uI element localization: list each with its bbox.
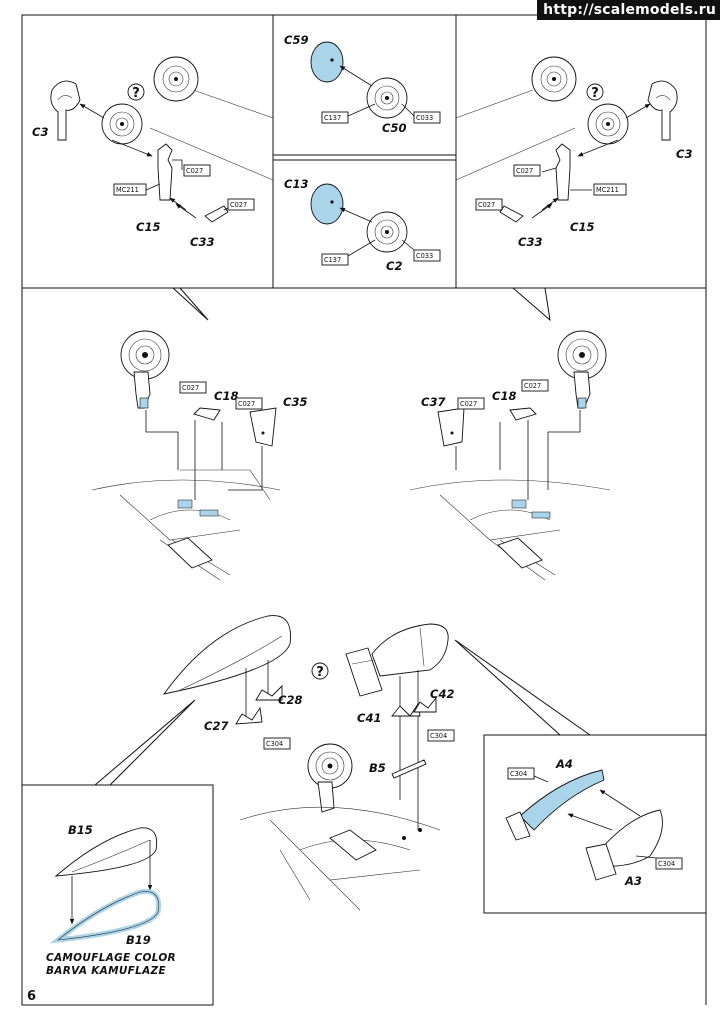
hub-disc-top — [310, 41, 415, 119]
part-label: C18 — [492, 389, 516, 403]
gear-bay-right — [409, 330, 611, 581]
bomb-body — [371, 623, 449, 677]
ref-code-label: C304 — [430, 732, 447, 740]
ref-code-label: C027 — [186, 167, 203, 175]
fairing-assembly — [162, 615, 291, 725]
part-label: C35 — [283, 395, 307, 409]
part-label: C28 — [278, 693, 302, 707]
pe-bracket-c18-right — [509, 407, 537, 421]
part-label: C27 — [204, 719, 228, 733]
part-label: A4 — [555, 757, 573, 771]
gear-bay-left — [91, 330, 281, 581]
ref-code-label: C033 — [416, 252, 433, 260]
hub-disc-bottom — [310, 183, 415, 257]
ref-code-label: C137 — [324, 256, 341, 264]
part-label: C33 — [518, 235, 542, 249]
question-icon-left: ? — [127, 83, 145, 101]
rack-detail — [505, 769, 663, 881]
fairing-part — [162, 615, 291, 695]
part-label: C3 — [676, 147, 692, 161]
question-mark: ? — [591, 86, 599, 101]
question-mark: ? — [316, 665, 324, 680]
pe-rod-b5 — [391, 759, 427, 779]
ref-code-label: C304 — [266, 740, 283, 748]
scissor-link-left — [204, 205, 229, 223]
pe-door-c35 — [249, 407, 277, 447]
part-label: B15 — [68, 823, 93, 837]
camo-detail — [49, 827, 162, 944]
oleo-strut-right — [555, 143, 571, 201]
scissor-link-right — [499, 205, 524, 223]
part-label: C50 — [382, 121, 406, 135]
part-label: C3 — [32, 125, 48, 139]
part-label: C59 — [284, 33, 308, 47]
part-label: A3 — [624, 874, 642, 888]
question-icon-center: ? — [311, 662, 329, 680]
part-label: C2 — [386, 259, 402, 273]
question-icon-right: ? — [586, 83, 604, 101]
ref-code-label: C027 — [524, 382, 541, 390]
ref-code-label: C027 — [478, 201, 495, 209]
pe-disc-c59 — [310, 41, 344, 83]
pe-part-a4 — [519, 769, 605, 831]
bomb-assembly — [239, 623, 449, 911]
left-wheel-assembly — [50, 56, 233, 223]
gear-leg-c3-right — [647, 80, 678, 141]
part-label: C15 — [570, 220, 594, 234]
part-label: C37 — [421, 395, 445, 409]
part-label: C42 — [430, 687, 454, 701]
camouflage-note-cz: BARVA KAMUFLAZE — [46, 965, 166, 977]
part-label: C15 — [136, 220, 160, 234]
ref-code-label: C137 — [324, 114, 341, 122]
page-number: 6 — [27, 989, 37, 1004]
pe-door-c37 — [437, 407, 465, 447]
part-label: C13 — [284, 177, 308, 191]
part-label: C18 — [214, 389, 238, 403]
pe-disc-c13 — [310, 183, 344, 225]
ref-code-label: C027 — [182, 384, 199, 392]
camouflage-note-en: CAMOUFLAGE COLOR — [46, 952, 176, 964]
part-label: C41 — [357, 711, 381, 725]
question-mark: ? — [132, 86, 140, 101]
ref-code-label: C027 — [238, 400, 255, 408]
pe-bracket-c18-left — [193, 407, 221, 421]
oleo-strut-left — [157, 143, 173, 201]
ref-code-label: C304 — [658, 860, 675, 868]
ref-code-label: MC211 — [116, 186, 139, 194]
ref-code-label: C304 — [510, 770, 527, 778]
part-label: B19 — [126, 933, 151, 947]
callout-pointers — [94, 89, 591, 786]
part-label: C33 — [190, 235, 214, 249]
part-label: B5 — [369, 761, 386, 775]
part-a3 — [599, 809, 663, 867]
ref-code-label: C033 — [416, 114, 433, 122]
part-b15 — [54, 827, 158, 877]
ref-code-label: MC211 — [596, 186, 619, 194]
gear-leg-c3-left — [50, 80, 81, 141]
ref-code-label: C027 — [460, 400, 477, 408]
ref-code-label: C027 — [516, 167, 533, 175]
right-wheel-assembly — [499, 56, 678, 223]
ref-code-label: C027 — [230, 201, 247, 209]
bomb-tail — [345, 647, 383, 697]
source-watermark: http://scalemodels.ru — [537, 0, 720, 20]
